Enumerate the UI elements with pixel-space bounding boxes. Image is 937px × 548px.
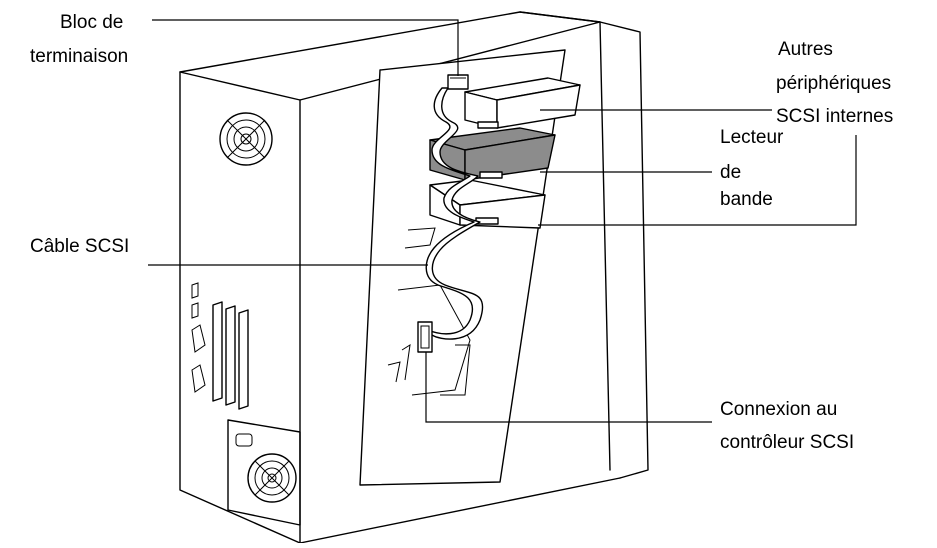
label-tape-drive: Lecteur de bande <box>720 127 784 210</box>
other-scsi-device <box>464 77 581 129</box>
label-controller: Connexion au contrôleur SCSI <box>720 399 854 453</box>
label-tape-drive-line3: bande <box>720 189 773 210</box>
expansion-slots <box>212 301 249 410</box>
label-controller-line1: Connexion au <box>720 399 837 420</box>
label-terminator: Bloc de terminaison <box>30 12 128 67</box>
label-tape-drive-line1: Lecteur <box>720 127 784 148</box>
label-scsi-cable: Câble SCSI <box>30 236 129 257</box>
label-other-devices-line1: Autres <box>778 39 833 60</box>
label-tape-drive-line2: de <box>720 162 741 183</box>
computer-tower <box>179 11 649 544</box>
controller-connector <box>417 321 433 353</box>
label-other-devices: Autres périphériques SCSI internes <box>776 39 893 127</box>
label-controller-line2: contrôleur SCSI <box>720 432 854 453</box>
label-terminator-line1: Bloc de <box>60 12 123 33</box>
label-other-devices-line3: SCSI internes <box>776 106 893 127</box>
label-scsi-cable-line1: Câble SCSI <box>30 236 129 257</box>
rear-fan-top <box>219 112 273 166</box>
rear-ports <box>191 282 206 393</box>
label-other-devices-line2: périphériques <box>776 73 891 94</box>
label-terminator-line2: terminaison <box>30 46 128 67</box>
motherboard-outline <box>387 227 471 396</box>
power-supply <box>227 419 301 526</box>
leader-lines <box>148 19 857 423</box>
terminator-block <box>447 74 469 90</box>
